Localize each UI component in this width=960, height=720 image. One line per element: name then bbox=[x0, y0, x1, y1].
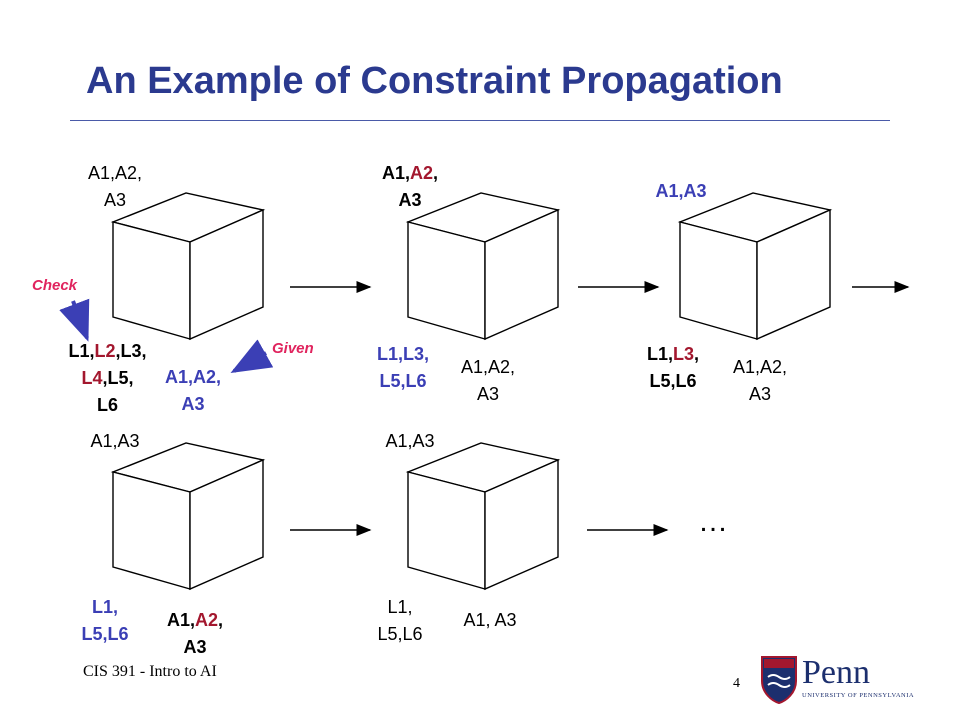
check-annotation: Check bbox=[32, 277, 78, 294]
cube-4-right-part-1: A1, bbox=[166, 610, 195, 630]
continuation-ellipsis: … bbox=[698, 505, 732, 538]
slide-title: An Example of Constraint Propagation bbox=[86, 60, 783, 102]
cube-4-left-line-1: L1, bbox=[91, 597, 118, 617]
penn-subtitle: University of Pennsylvania bbox=[802, 692, 915, 699]
cube-5-right-label: A1, A3 bbox=[440, 607, 540, 634]
cube-2 bbox=[405, 192, 561, 341]
cube-3-left-part-4: L5,L6 bbox=[649, 371, 697, 391]
cube-1-left-label: L1,L2,L3, L4,L5, L6 bbox=[50, 338, 165, 419]
cube-1-right-line-1: A1,A2, bbox=[164, 367, 222, 387]
title-divider bbox=[70, 120, 890, 121]
cube-3-left-label: L1,L3, L5,L6 bbox=[628, 341, 718, 395]
cube-3-left-part-2: L3 bbox=[672, 344, 694, 364]
cube-1-left-part-6: L6 bbox=[96, 395, 118, 415]
footer-course: CIS 391 - Intro to AI bbox=[83, 663, 217, 680]
cube-3-left-part-1: L1, bbox=[646, 344, 673, 364]
cube-1-left-part-4: L4 bbox=[81, 368, 103, 388]
cube-2-left-line-2: L5,L6 bbox=[379, 371, 427, 391]
cube-5-left-line-1: L1, bbox=[387, 597, 413, 617]
penn-logo: Penn University of Pennsylvania bbox=[758, 655, 918, 705]
cube-4-right-part-2: A2 bbox=[194, 610, 218, 630]
cube-3-top-label: A1,A3 bbox=[636, 178, 726, 205]
cube-2-top-part-1: A1, bbox=[381, 163, 410, 183]
cube-3-top-line-1: A1,A3 bbox=[655, 181, 707, 201]
cube-1 bbox=[110, 192, 266, 341]
cube-2-top-part-2: A2 bbox=[409, 163, 433, 183]
cube-5-left-line-2: L5,L6 bbox=[377, 624, 423, 644]
cube-2-top-label: A1,A2, A3 bbox=[365, 160, 455, 214]
cube-2-left-label: L1,L3, L5,L6 bbox=[358, 341, 448, 395]
check-pointer-arrow bbox=[59, 298, 90, 342]
cube-4-left-label: L1, L5,L6 bbox=[60, 594, 150, 648]
cube-4-right-part-4: A3 bbox=[183, 637, 207, 657]
cube-5 bbox=[405, 442, 561, 591]
given-annotation: Given bbox=[272, 340, 314, 357]
cube-1-left-part-3: ,L3, bbox=[115, 341, 147, 361]
cube-1-top-line-1: A1,A2, bbox=[87, 163, 143, 183]
cube-2-top-part-4: A3 bbox=[398, 190, 422, 210]
cube-1-top-line-2: A3 bbox=[103, 190, 127, 210]
cube-1-right-line-2: A3 bbox=[181, 394, 205, 414]
cube-1-top-label: A1,A2, A3 bbox=[70, 160, 160, 214]
page-number: 4 bbox=[733, 676, 740, 691]
cube-3 bbox=[677, 192, 833, 341]
penn-wordmark: Penn bbox=[802, 654, 870, 691]
cube-1-right-label: A1,A2, A3 bbox=[148, 364, 238, 418]
cube-4-right-label: A1,A2, A3 bbox=[145, 607, 245, 661]
cube-2-left-line-1: L1,L3, bbox=[376, 344, 429, 364]
cube-5-right-line-1: A1, A3 bbox=[463, 610, 517, 630]
cube-2-top-part-3: , bbox=[433, 163, 439, 183]
cube-5-top-line-1: A1,A3 bbox=[385, 431, 435, 451]
cube-2-right-line-2: A3 bbox=[476, 384, 500, 404]
cube-5-left-label: L1, L5,L6 bbox=[355, 594, 445, 648]
cube-2-right-line-1: A1,A2, bbox=[460, 357, 516, 377]
cube-3-right-label: A1,A2, A3 bbox=[715, 354, 805, 408]
cube-4-left-line-2: L5,L6 bbox=[81, 624, 129, 644]
cube-1-left-part-2: L2 bbox=[94, 341, 116, 361]
cube-4-top-line-1: A1,A3 bbox=[90, 431, 140, 451]
cube-4-top-label: A1,A3 bbox=[70, 428, 160, 455]
cube-1-left-part-1: L1, bbox=[68, 341, 95, 361]
cube-1-left-part-5: ,L5, bbox=[102, 368, 134, 388]
cube-4-right-part-3: , bbox=[218, 610, 224, 630]
given-pointer-arrow bbox=[230, 339, 274, 373]
cube-3-right-line-1: A1,A2, bbox=[732, 357, 788, 377]
cube-2-right-label: A1,A2, A3 bbox=[443, 354, 533, 408]
penn-shield-icon bbox=[761, 656, 797, 705]
cube-5-top-label: A1,A3 bbox=[365, 428, 455, 455]
cube-3-right-line-2: A3 bbox=[748, 384, 772, 404]
cube-3-left-part-3: , bbox=[694, 344, 700, 364]
cube-4 bbox=[110, 442, 266, 591]
